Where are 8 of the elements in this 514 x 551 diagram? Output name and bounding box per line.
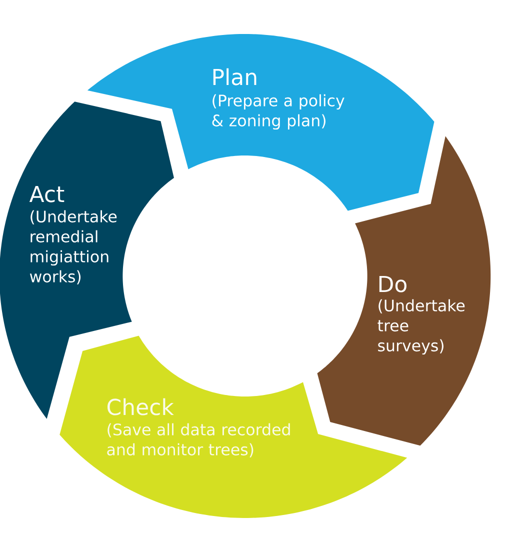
segment-title: Act	[29, 186, 64, 202]
segment-description: (Undertake tree surveys)	[378, 299, 465, 355]
segment-title: Check	[108, 398, 174, 416]
segment-description: (Prepare a policy & zoning plan)	[212, 94, 344, 130]
segment-title: Plan	[213, 68, 256, 86]
segment-title: Do	[379, 276, 406, 292]
segment-description: (Undertake remedial migiattion works)	[30, 210, 117, 284]
segment-description: (Save all data recorded and monitor trees)	[107, 423, 290, 458]
